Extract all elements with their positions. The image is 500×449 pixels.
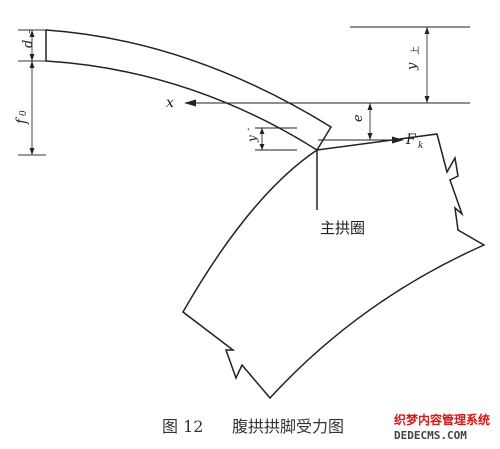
dimension-f0 [18,61,46,156]
web-arch [45,29,333,152]
label-f: f [14,116,30,125]
label-f-sub: 0 [19,110,29,116]
label-d: d [21,40,36,48]
watermark-line1: 织梦内容管理系统 [394,412,490,427]
main-arch-ring [182,133,486,400]
force-arrow [392,136,404,144]
label-x: x [166,95,174,111]
dimension-y-upper [350,26,470,103]
label-main-arch: 主拱圈 [320,219,365,237]
x-axis [184,99,470,107]
label-y-upper-sub: 上 [410,46,421,55]
label-d-prime: ' [28,30,31,41]
figure-number: 图 12 [162,417,203,436]
watermark-line2: DEDECMS.COM [394,429,467,442]
label-force: F [405,132,417,148]
label-y-prime: y [245,135,259,143]
dimension-y-prime [255,127,297,151]
figure-title: 腹拱拱脚受力图 [232,417,344,436]
label-force-sub: k [418,141,423,151]
label-e: e [351,114,366,122]
dimension-d [18,29,46,62]
label-y-upper: y [405,62,420,71]
label-y-prime-mark: ' [247,128,249,138]
